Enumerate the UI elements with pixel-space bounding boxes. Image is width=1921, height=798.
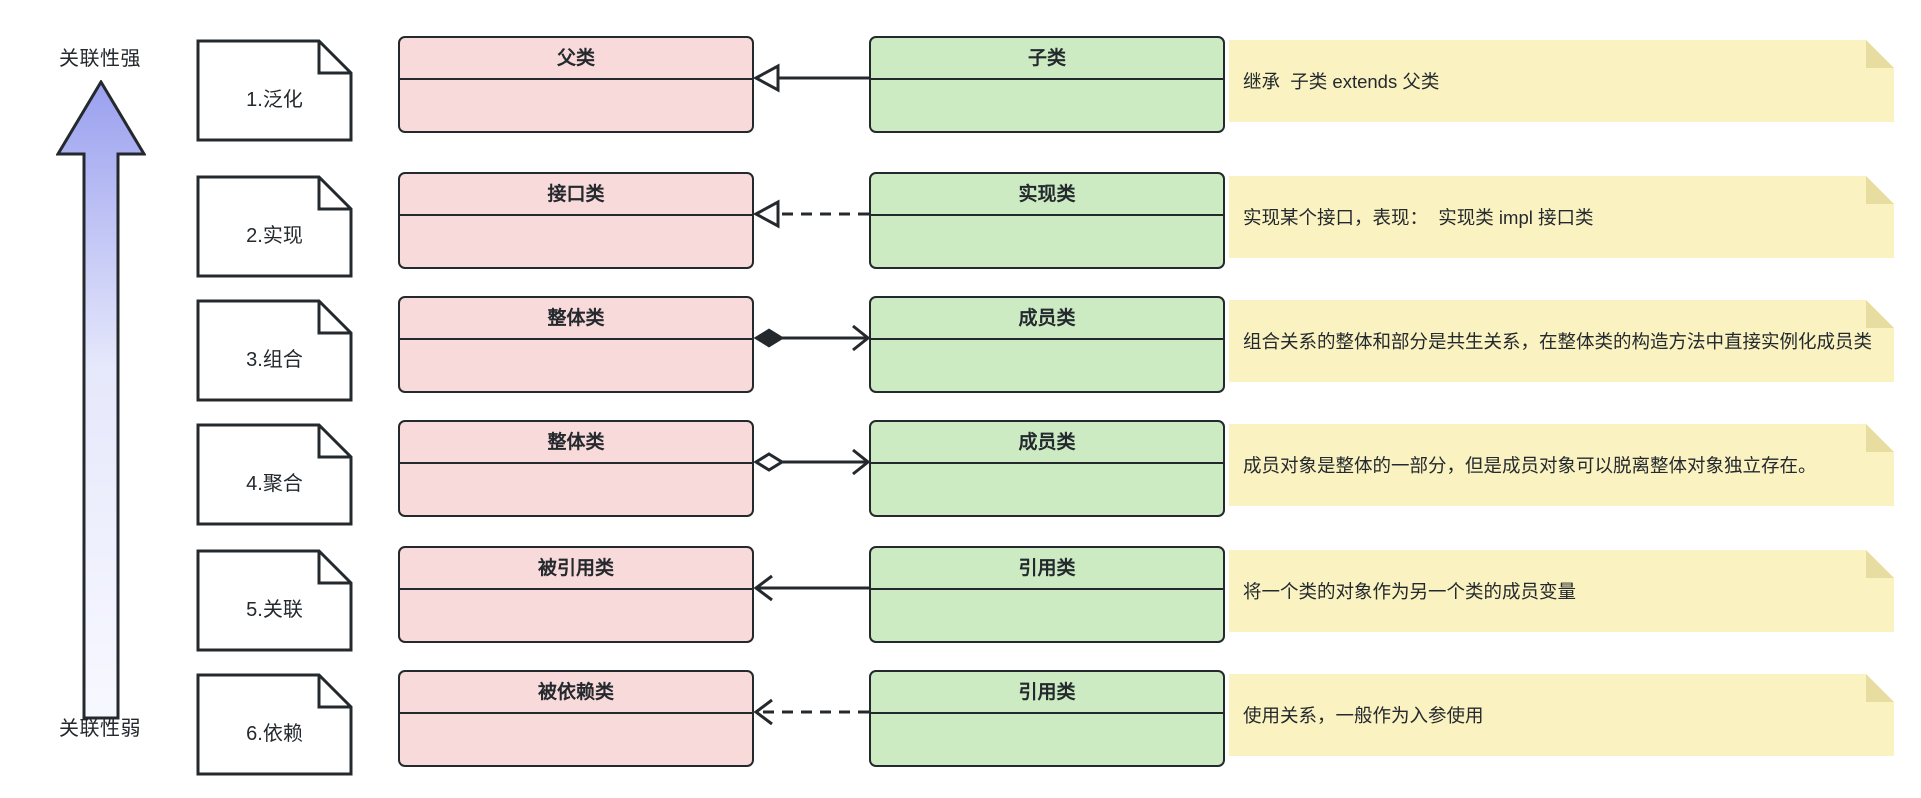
sticky-note-shape-icon [1229,40,1894,122]
relation-label-text: 1.泛化 [246,89,303,111]
relation-connector-association [753,568,869,608]
source-class-members [400,216,752,267]
relation-label-text: 6.依赖 [246,723,303,745]
axis-top-label: 关联性强 [59,48,141,70]
relation-connector-dependency [753,692,869,732]
relation-connector-composition [753,318,871,358]
source-class-name: 父类 [400,38,752,80]
sticky-note-shape-icon [1229,674,1894,756]
sticky-note-shape-icon [1229,300,1894,382]
relation-connector-generalization [752,58,869,98]
document-shape-icon [196,175,353,278]
target-class-members [871,216,1223,267]
target-class-box-5[interactable]: 引用类 [869,546,1225,643]
relation-label-card-3[interactable]: 3.组合 [196,299,353,402]
target-class-box-6[interactable]: 引用类 [869,670,1225,767]
relation-note-text: 组合关系的整体和部分是共生关系，在整体类的构造方法中直接实例化成员类 [1243,330,1873,352]
source-class-name: 整体类 [400,422,752,464]
target-class-members [871,80,1223,131]
target-class-name: 引用类 [871,672,1223,714]
sticky-note-shape-icon [1229,176,1894,258]
source-class-members [400,590,752,641]
target-class-members [871,340,1223,391]
relation-note-6[interactable]: 使用关系，一般作为入参使用 [1229,674,1894,756]
relation-label-card-1[interactable]: 1.泛化 [196,39,353,142]
source-class-members [400,464,752,515]
relation-connector-realization [752,194,869,234]
target-class-box-2[interactable]: 实现类 [869,172,1225,269]
source-class-name: 整体类 [400,298,752,340]
target-class-members [871,590,1223,641]
strength-gradient-arrow-icon [56,80,146,720]
target-class-name: 引用类 [871,548,1223,590]
axis-bottom-label: 关联性弱 [59,718,141,740]
relation-note-4[interactable]: 成员对象是整体的一部分，但是成员对象可以脱离整体对象独立存在。 [1229,424,1894,506]
source-class-box-3[interactable]: 整体类 [398,296,754,393]
relation-label-text: 5.关联 [246,599,303,621]
generalization-arrow-icon [752,63,869,93]
source-class-box-1[interactable]: 父类 [398,36,754,133]
document-shape-icon [196,673,353,776]
target-class-box-4[interactable]: 成员类 [869,420,1225,517]
relation-note-text: 将一个类的对象作为另一个类的成员变量 [1243,580,1577,602]
relation-label-card-6[interactable]: 6.依赖 [196,673,353,776]
source-class-name: 被引用类 [400,548,752,590]
source-class-box-6[interactable]: 被依赖类 [398,670,754,767]
target-class-name: 子类 [871,38,1223,80]
document-shape-icon [196,39,353,142]
sticky-note-shape-icon [1229,550,1894,632]
relation-connector-aggregation [753,442,871,482]
relation-note-text: 实现某个接口，表现： 实现类 impl 接口类 [1243,206,1594,228]
relation-strength-axis: 关联性强 关联性弱 [0,0,200,798]
target-class-box-3[interactable]: 成员类 [869,296,1225,393]
association-arrow-icon [753,574,869,602]
document-shape-icon [196,299,353,402]
realization-arrow-icon [752,199,869,229]
source-class-name: 被依赖类 [400,672,752,714]
dependency-arrow-icon [753,698,869,726]
source-class-box-2[interactable]: 接口类 [398,172,754,269]
target-class-members [871,464,1223,515]
relation-label-card-2[interactable]: 2.实现 [196,175,353,278]
target-class-name: 成员类 [871,298,1223,340]
relation-note-2[interactable]: 实现某个接口，表现： 实现类 impl 接口类 [1229,176,1894,258]
document-shape-icon [196,549,353,652]
relation-note-text: 继承 子类 extends 父类 [1243,70,1440,92]
aggregation-arrow-icon [753,448,871,476]
target-class-box-1[interactable]: 子类 [869,36,1225,133]
relation-label-text: 2.实现 [246,225,303,247]
target-class-members [871,714,1223,765]
relation-label-card-4[interactable]: 4.聚合 [196,423,353,526]
sticky-note-shape-icon [1229,424,1894,506]
source-class-box-4[interactable]: 整体类 [398,420,754,517]
source-class-members [400,80,752,131]
source-class-members [400,714,752,765]
relation-label-text: 4.聚合 [246,473,303,495]
relation-note-text: 成员对象是整体的一部分，但是成员对象可以脱离整体对象独立存在。 [1243,454,1817,476]
relation-label-card-5[interactable]: 5.关联 [196,549,353,652]
relation-label-text: 3.组合 [246,349,303,371]
relation-note-text: 使用关系，一般作为入参使用 [1243,704,1484,726]
target-class-name: 实现类 [871,174,1223,216]
source-class-members [400,340,752,391]
relation-note-3[interactable]: 组合关系的整体和部分是共生关系，在整体类的构造方法中直接实例化成员类 [1229,300,1894,382]
relation-note-1[interactable]: 继承 子类 extends 父类 [1229,40,1894,122]
source-class-name: 接口类 [400,174,752,216]
target-class-name: 成员类 [871,422,1223,464]
relation-note-5[interactable]: 将一个类的对象作为另一个类的成员变量 [1229,550,1894,632]
composition-arrow-icon [753,324,871,352]
source-class-box-5[interactable]: 被引用类 [398,546,754,643]
document-shape-icon [196,423,353,526]
